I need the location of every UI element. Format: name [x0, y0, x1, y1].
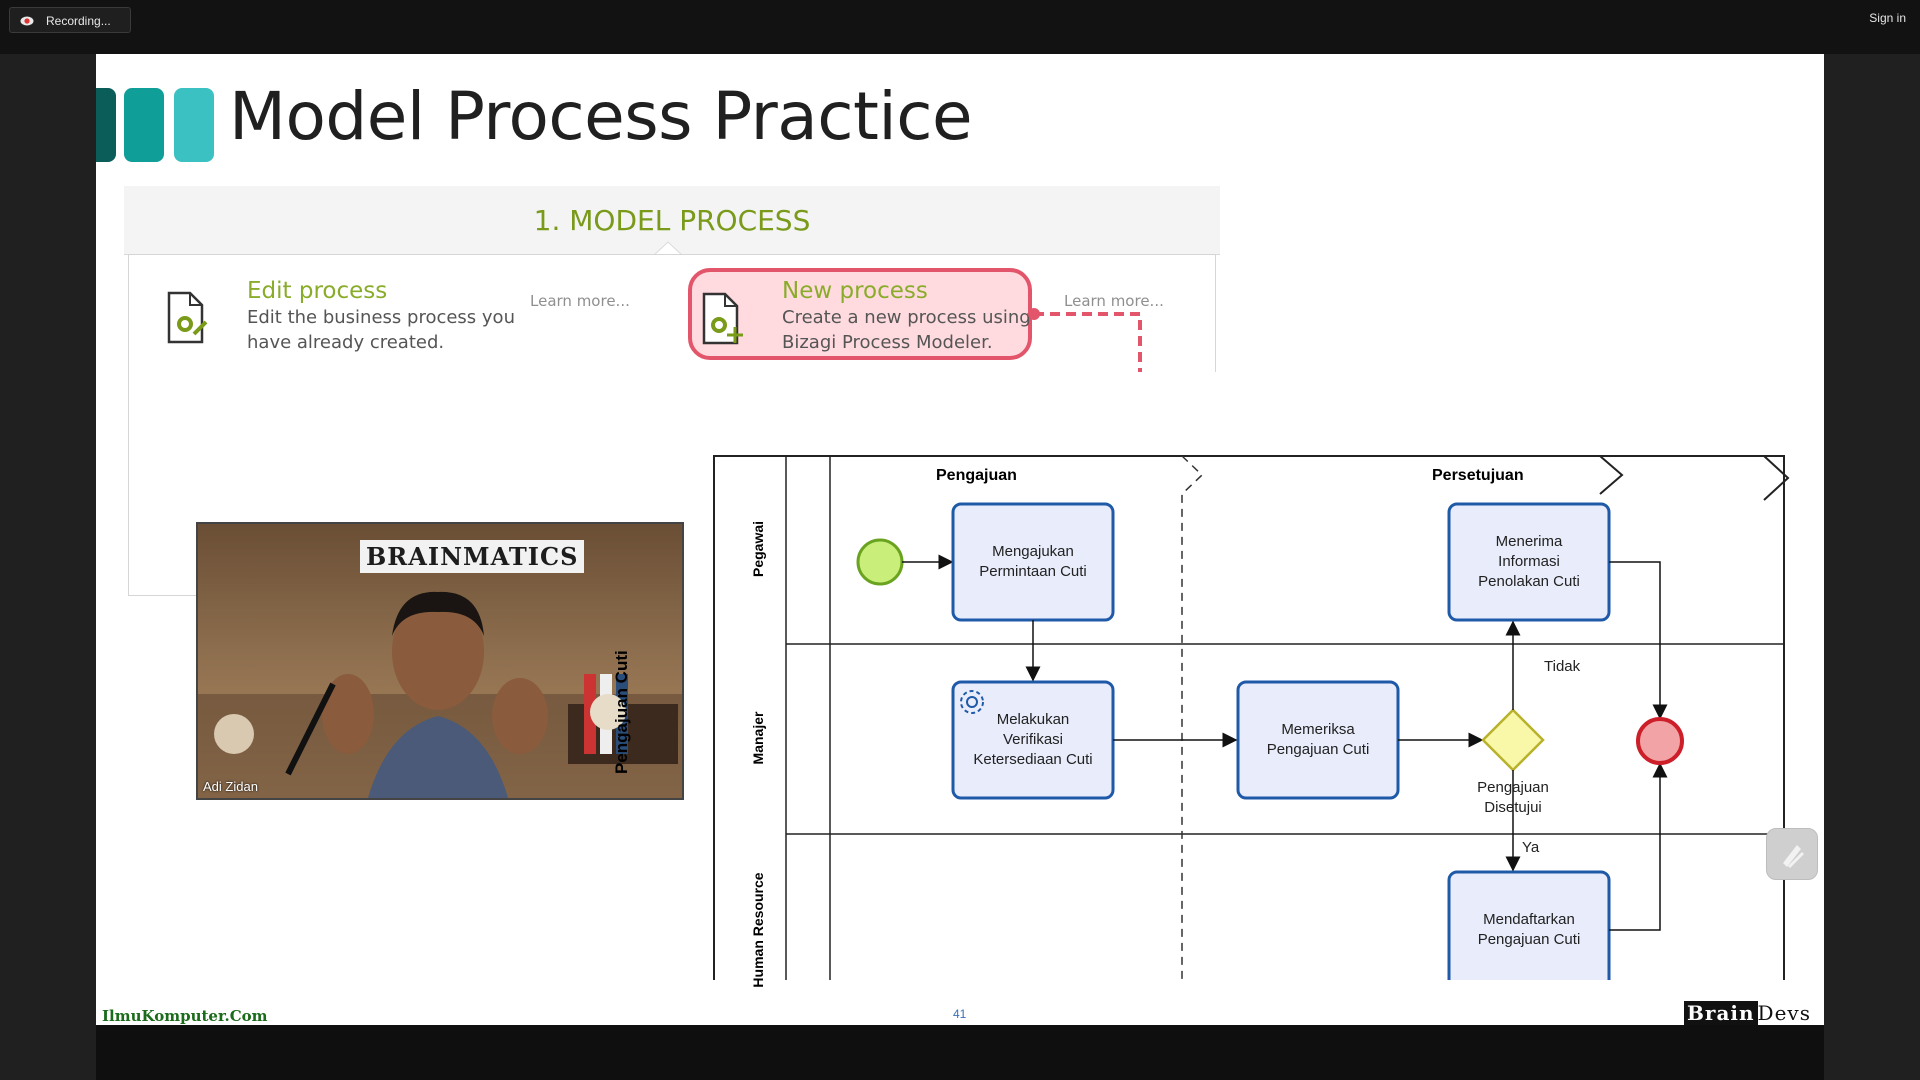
- participant-name: Adi Zidan: [203, 779, 258, 794]
- lane-label-pegawai: Pegawai: [750, 520, 766, 578]
- floating-tool-button[interactable]: [1766, 828, 1818, 880]
- presentation-slide: Model Process Practice 1. MODEL PROCESS …: [96, 54, 1824, 1025]
- section-header-text: 1. MODEL PROCESS: [533, 204, 811, 237]
- sign-in-link[interactable]: Sign in: [1869, 11, 1906, 25]
- edit-process-learn-more[interactable]: Learn more...: [530, 292, 630, 310]
- header-pointer: [654, 241, 682, 256]
- video-logo: BRAINMATICS: [360, 540, 585, 573]
- flow-label-tidak: Tidak: [1544, 658, 1581, 675]
- new-process-desc-1: Create a new process using: [782, 307, 1031, 328]
- service-task-gear-icon: [960, 690, 984, 714]
- end-event: [1636, 717, 1684, 765]
- right-gutter: [1824, 54, 1920, 1080]
- accent-bar-2: [124, 88, 164, 162]
- participant-video-tile[interactable]: BRAINMATICS Adi Zidan: [196, 522, 684, 800]
- document-gear-edit-icon[interactable]: [166, 290, 210, 346]
- flow-label-ya: Ya: [1522, 839, 1540, 856]
- footer-brand-bold: Brain: [1684, 1001, 1758, 1025]
- lane-label-manajer: Manajer: [750, 711, 766, 765]
- left-gutter: [0, 54, 96, 1080]
- footer-brand-left: IlmuKomputer.Com: [102, 1007, 268, 1025]
- slide-title: Model Process Practice: [229, 78, 973, 155]
- start-event: [856, 538, 904, 586]
- phase-label-pengajuan: Pengajuan: [936, 467, 1017, 484]
- accent-bar-3: [174, 88, 214, 162]
- new-process-highlight: [688, 268, 1032, 360]
- accent-bar-1: [96, 88, 116, 162]
- bottom-bar: [96, 1025, 1824, 1080]
- gateway: [1481, 708, 1545, 772]
- edit-process-desc-2: have already created.: [247, 332, 445, 353]
- slide-number: 41: [953, 1007, 967, 1021]
- person-figure: [198, 591, 682, 798]
- recording-indicator[interactable]: Recording...: [9, 7, 131, 33]
- recording-label: Recording...: [46, 14, 111, 28]
- window-top-bar: Recording... Sign in: [0, 0, 1920, 54]
- edit-process-desc-1: Edit the business process you: [247, 307, 515, 328]
- pen-tool-icon: [1783, 845, 1805, 869]
- cloud-record-icon: [20, 16, 34, 26]
- edit-process-title[interactable]: Edit process: [247, 278, 388, 304]
- bpmn-diagram: [713, 455, 1790, 980]
- pool-label: Pengajuan Cuti: [612, 650, 631, 774]
- lane-label-hr: Human Resource: [750, 872, 766, 988]
- phase-label-persetujuan: Persetujuan: [1432, 467, 1524, 484]
- footer-brand-rest: Devs: [1757, 1001, 1811, 1025]
- section-header: 1. MODEL PROCESS: [124, 186, 1220, 256]
- new-process-learn-more[interactable]: Learn more...: [1064, 292, 1164, 310]
- new-process-title[interactable]: New process: [782, 278, 928, 304]
- new-process-desc-2: Bizagi Process Modeler.: [782, 332, 993, 353]
- document-gear-add-icon[interactable]: [701, 291, 745, 347]
